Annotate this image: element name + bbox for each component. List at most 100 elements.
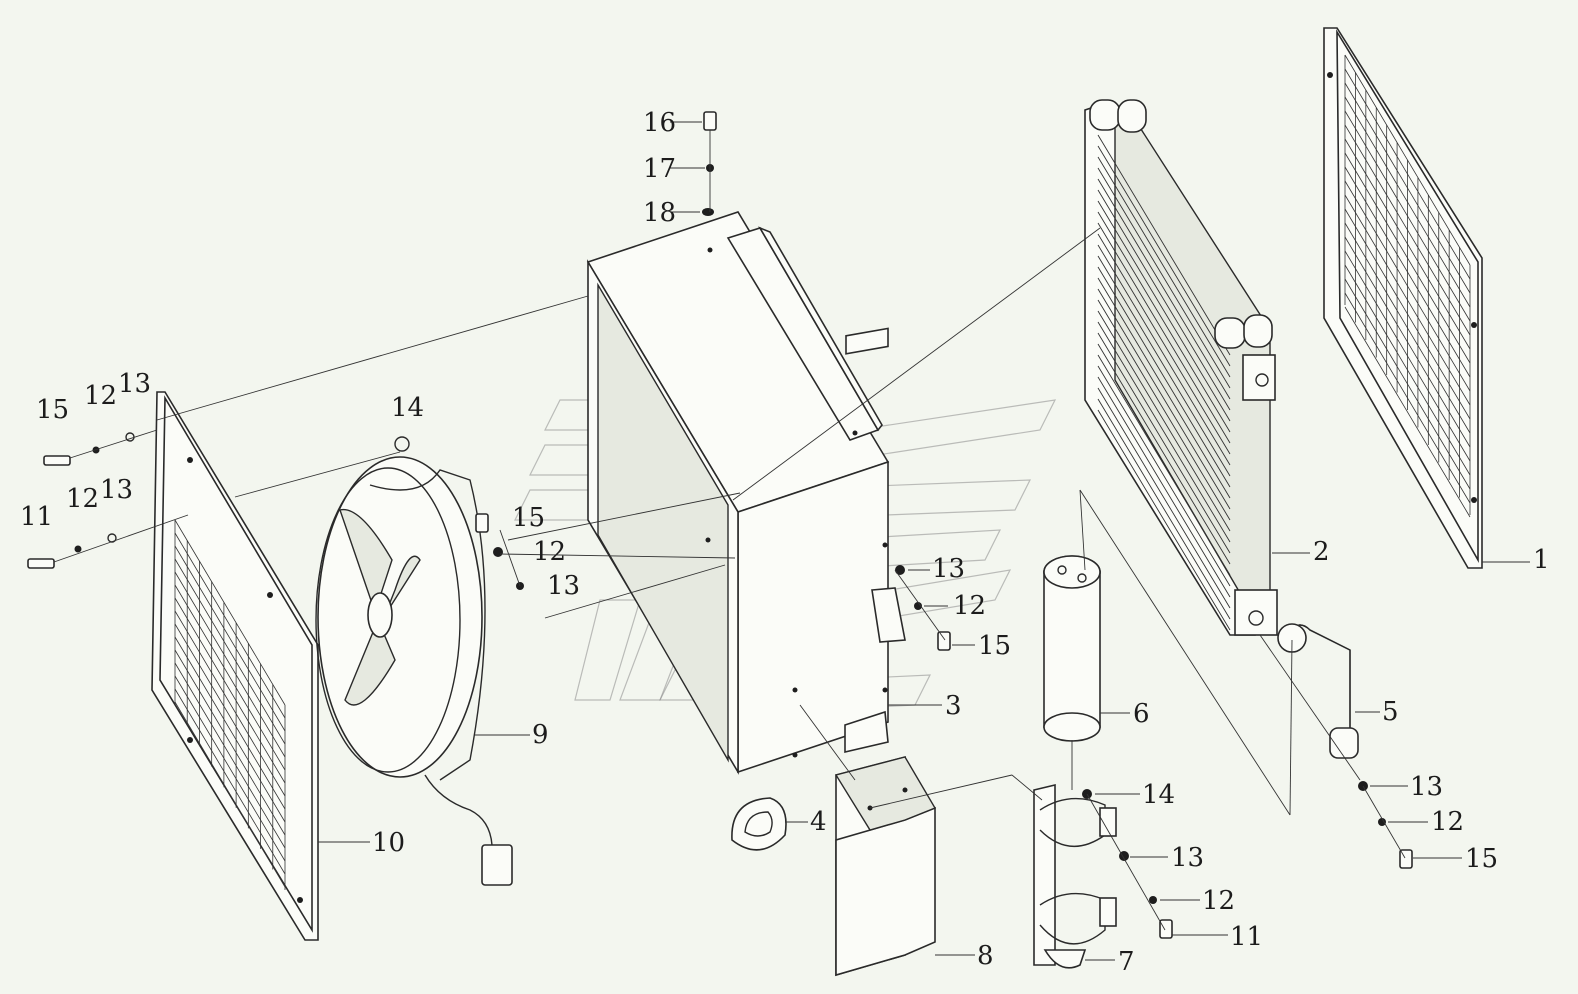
mesh-line [1344,250,1471,462]
mesh-line [1097,387,1231,609]
mesh-line [1097,343,1231,565]
callout-13-bracket: 13 [1171,843,1204,873]
callout-2: 2 [1313,537,1330,567]
part-3-housing [586,211,906,775]
callout-11-right: 11 [1230,922,1263,952]
mesh-line [1097,156,1231,378]
part-6-drier [1043,555,1101,742]
callout-14-bracket: 14 [1142,780,1175,810]
mesh-line [174,532,286,719]
callout-1: 1 [1533,545,1550,575]
callout-13-center: 13 [547,571,580,601]
mesh-line [1344,82,1471,294]
part-7-bracket [1033,783,1117,969]
callout-14-fan: 14 [391,393,424,423]
mesh-line [1344,152,1471,364]
mesh-line [1344,138,1471,350]
callout-12-top-left: 12 [84,381,117,411]
callout-10: 10 [372,828,405,858]
mesh-line [1097,200,1231,422]
mesh-line [1344,278,1471,490]
part-2-condenser [1084,99,1278,636]
callout-9: 9 [532,720,549,750]
mesh-line [1344,292,1471,504]
mesh-line [1344,124,1471,336]
mesh-line [1097,321,1231,543]
callout-15-top-left: 15 [36,395,69,425]
callout-15-center: 15 [512,503,545,533]
mesh-line [1097,409,1231,631]
mesh-line [1097,277,1231,499]
callout-labels: 1 2 3 4 5 6 7 8 9 10 11 11 12 12 12 12 1… [20,108,1550,977]
callout-6: 6 [1133,699,1150,729]
mesh-line [1097,376,1231,598]
mesh-line [1344,110,1471,322]
mesh-line [1344,264,1471,476]
mesh-line [1097,233,1231,455]
part-4-grommet [731,797,787,851]
callout-15-housing: 15 [978,631,1011,661]
mesh-line [1344,222,1471,434]
callout-8: 8 [977,941,994,971]
mesh-line [174,571,286,758]
mesh-line [1097,255,1231,477]
mesh-line [1097,145,1231,367]
callout-11-left: 11 [20,502,53,532]
callout-17: 17 [643,154,676,184]
mesh-line [1097,266,1231,488]
mesh-line [1344,208,1471,420]
callout-12-bracket: 12 [1202,886,1235,916]
mesh-line [1344,306,1471,518]
mesh-line [1097,222,1231,444]
mesh-line [1344,180,1471,392]
callout-12-housing: 12 [953,591,986,621]
mesh-line [174,584,286,771]
mesh-line [1097,288,1231,510]
mesh-line [1344,166,1471,378]
mesh-line [174,688,286,875]
callout-18: 18 [643,198,676,228]
callout-12-left: 12 [66,484,99,514]
mesh-line [1097,332,1231,554]
callout-15-right: 15 [1465,844,1498,874]
mesh-line [1097,354,1231,576]
part-9-fan [315,456,513,886]
mesh-line [1344,96,1471,308]
callout-13-housing: 13 [932,554,965,584]
callout-12-center: 12 [533,537,566,567]
mesh-line [174,558,286,745]
part-10-front-grille [151,391,319,941]
mesh-line [174,701,286,888]
callout-13-left: 13 [100,475,133,505]
mesh-line [174,675,286,862]
part-5-pipe [1277,623,1359,759]
callout-7: 7 [1118,947,1135,977]
callout-12-right: 12 [1431,807,1464,837]
mesh-line [1097,189,1231,411]
mesh-line [1344,194,1471,406]
mesh-line [1097,167,1231,389]
mesh-line [174,597,286,784]
mesh-line [1097,398,1231,620]
callout-5: 5 [1382,697,1399,727]
part-1-rear-grille [1323,27,1483,569]
mesh-line [174,623,286,810]
mesh-line [1097,178,1231,400]
callout-3: 3 [945,691,962,721]
callout-13-right: 13 [1410,772,1443,802]
mesh-line [1097,244,1231,466]
mesh-line [1344,54,1471,266]
mesh-line [1344,68,1471,280]
mesh-line [174,662,286,849]
part-8-cover [834,755,937,977]
mesh-line [1097,365,1231,587]
mesh-line [1097,211,1231,433]
mesh-line [174,649,286,836]
mesh-line [1097,299,1231,521]
mesh-line [174,519,286,706]
leader-lines [318,121,1530,961]
mesh-line [174,610,286,797]
mesh-line [174,545,286,732]
